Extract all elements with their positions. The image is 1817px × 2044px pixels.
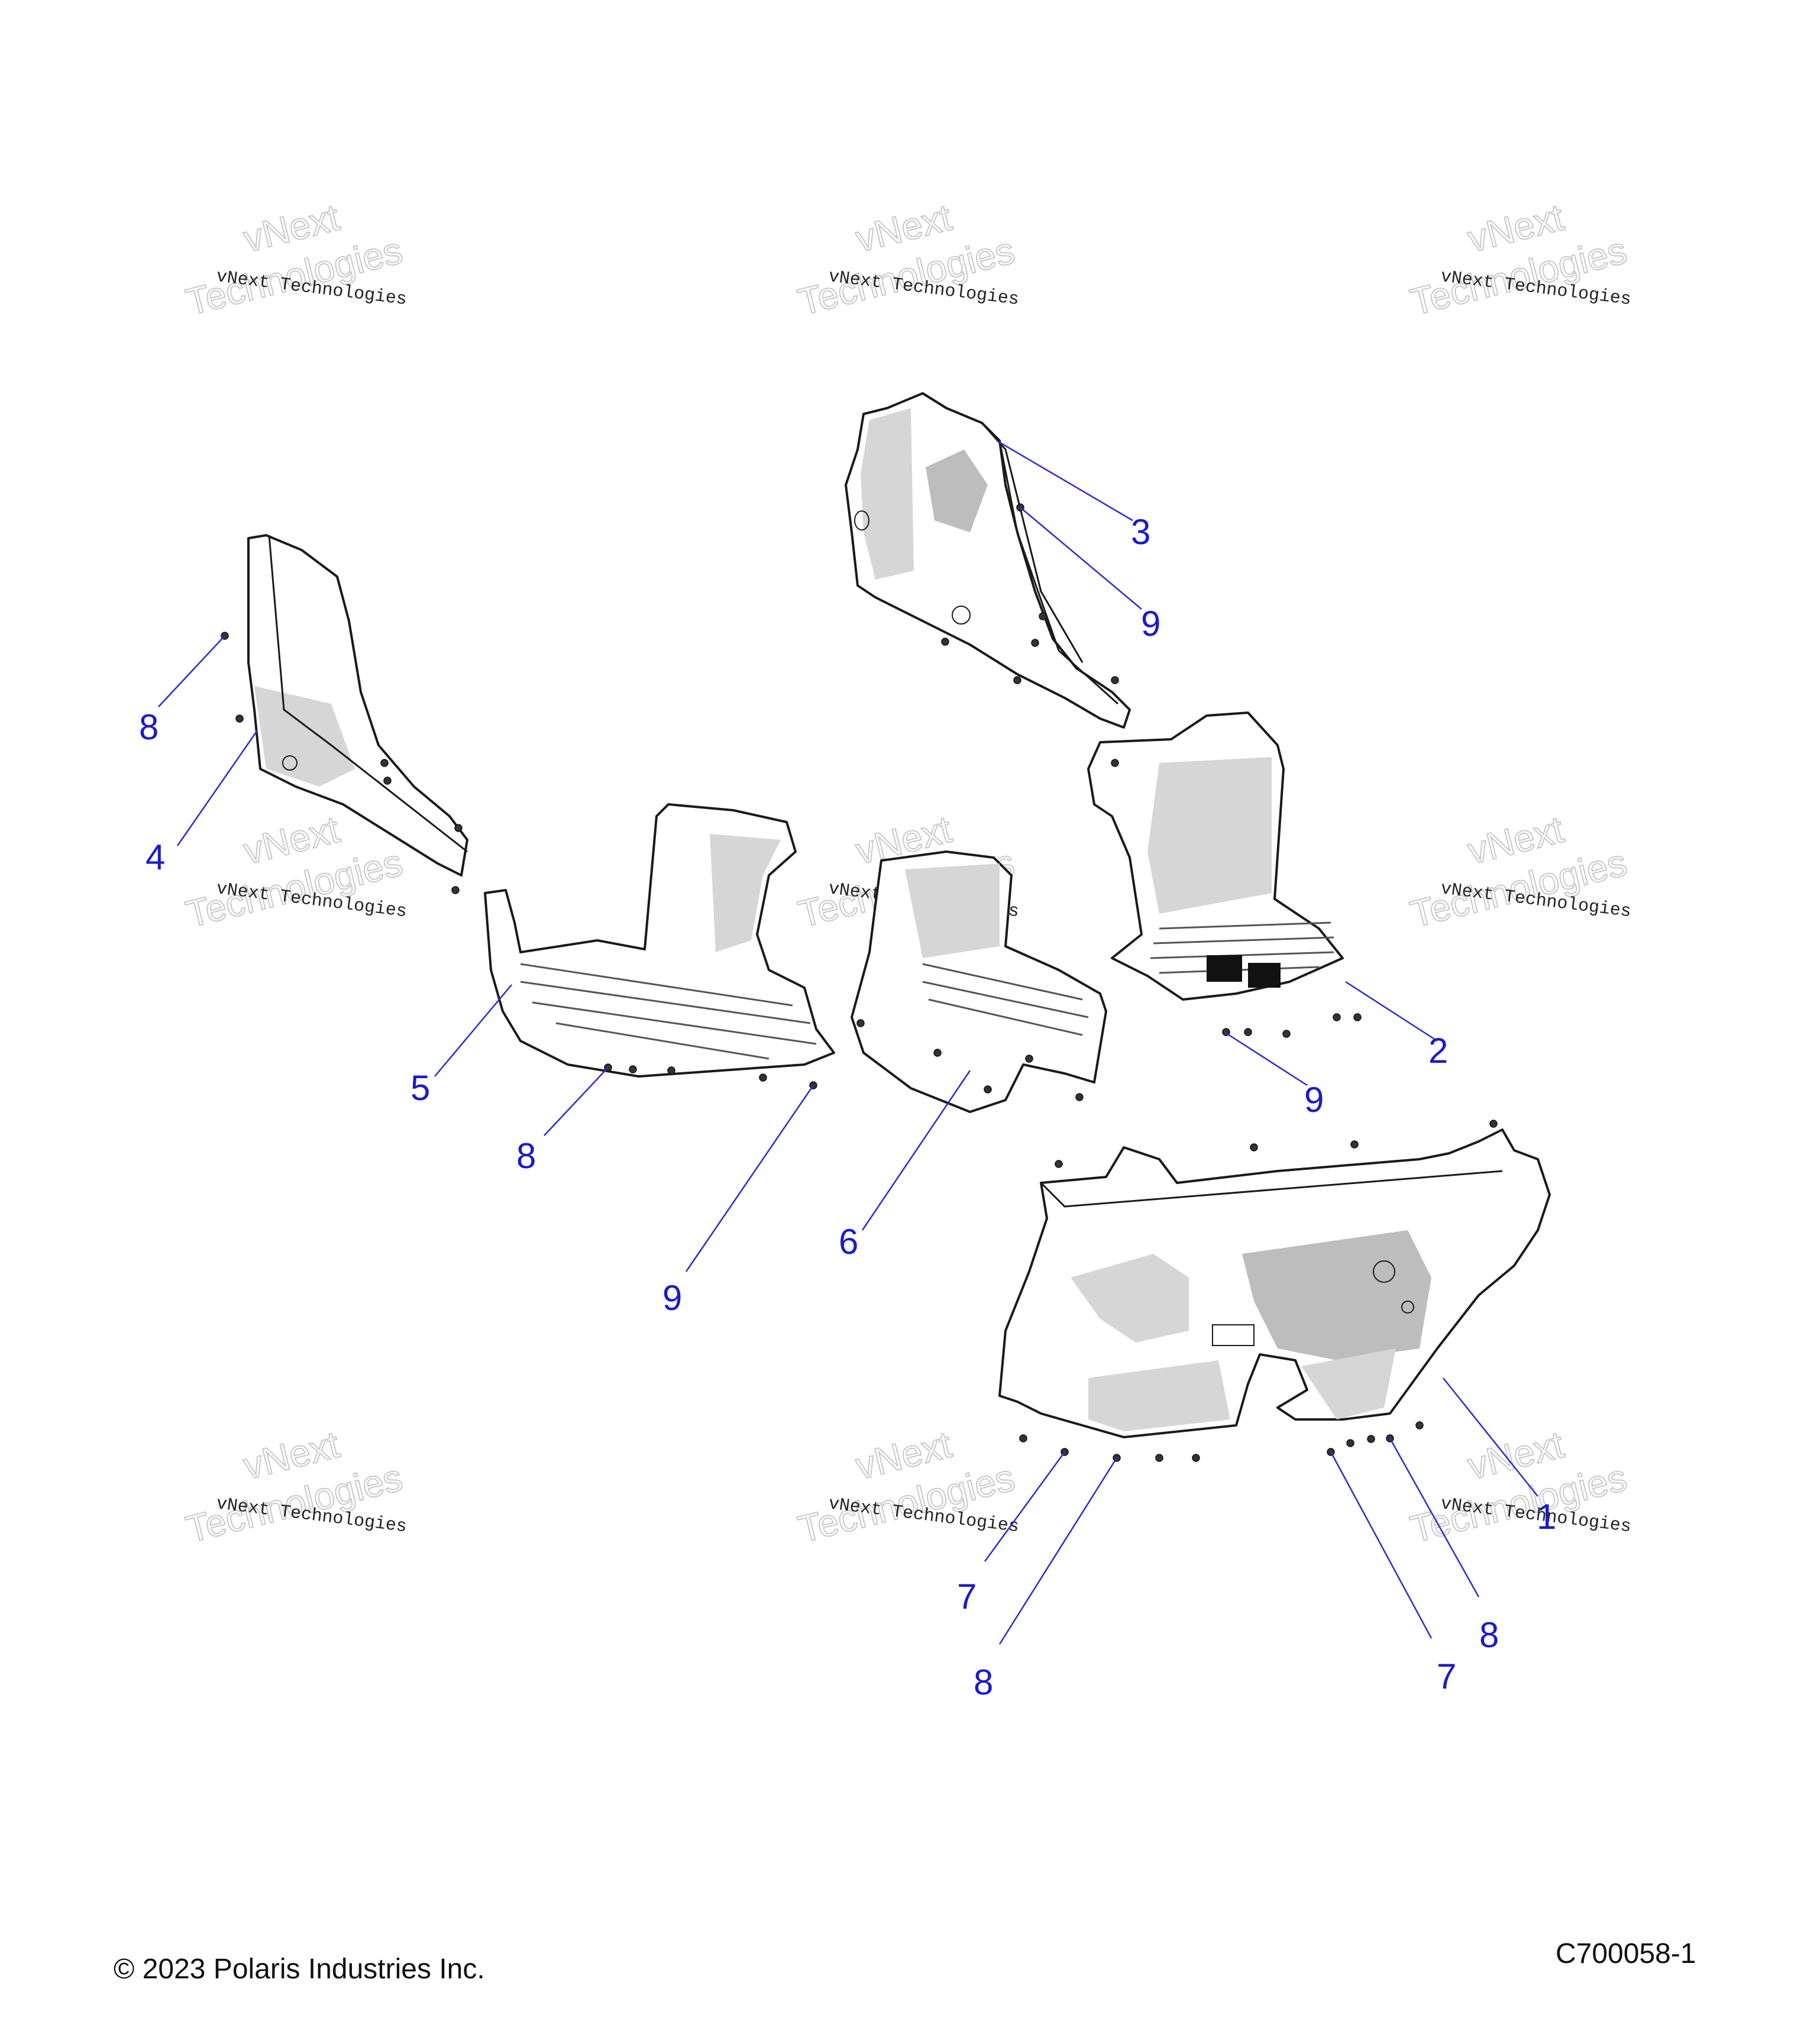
callouts: 1 2 3 4 5 6 7 7 8 8 8 8 9 9 9 xyxy=(139,512,1556,1702)
screw-icon xyxy=(1353,1013,1362,1021)
part-4-side-panel-left xyxy=(247,534,468,877)
screw-icon xyxy=(1055,1160,1063,1168)
screw-icon xyxy=(1111,759,1119,767)
callout-9[interactable]: 9 xyxy=(1141,604,1160,643)
callout-5[interactable]: 5 xyxy=(410,1068,430,1108)
callout-6[interactable]: 6 xyxy=(839,1222,858,1262)
screw-icon xyxy=(1346,1439,1354,1447)
copyright-text: © 2023 Polaris Industries Inc. xyxy=(114,1954,485,1985)
screw-icon xyxy=(933,1049,942,1057)
screw-icon xyxy=(1489,1120,1498,1128)
nut-icon xyxy=(1019,1434,1027,1443)
callout-4[interactable]: 4 xyxy=(146,837,165,877)
callout-9[interactable]: 9 xyxy=(662,1278,682,1318)
screw-icon xyxy=(759,1073,767,1082)
screw-icon xyxy=(984,1085,992,1094)
callout-3[interactable]: 3 xyxy=(1131,512,1150,552)
screw-icon xyxy=(1333,1013,1341,1021)
nut-icon xyxy=(1367,1435,1375,1443)
part-1-rear-bulkhead xyxy=(998,1128,1551,1438)
callout-9[interactable]: 9 xyxy=(1304,1080,1324,1120)
drawing-number: C700058-1 xyxy=(1556,1938,1696,1969)
screw-icon xyxy=(1111,676,1119,684)
screw-icon xyxy=(1282,1030,1291,1038)
callout-8[interactable]: 8 xyxy=(139,707,159,747)
fasteners xyxy=(221,503,1498,1462)
callout-7[interactable]: 7 xyxy=(1437,1657,1456,1696)
screw-icon xyxy=(451,886,460,894)
callout-1[interactable]: 1 xyxy=(1537,1497,1556,1537)
screw-icon xyxy=(454,824,463,832)
screw-icon xyxy=(383,777,392,785)
screw-icon xyxy=(629,1065,637,1073)
callout-2[interactable]: 2 xyxy=(1428,1031,1448,1070)
nut-icon xyxy=(1415,1421,1424,1429)
screw-icon xyxy=(856,1019,865,1027)
screw-icon xyxy=(1025,1055,1033,1063)
screw-icon xyxy=(1075,1093,1084,1101)
part-5-floor-pan-left xyxy=(484,803,835,1078)
screw-icon xyxy=(1039,612,1047,620)
screw-icon xyxy=(1192,1454,1200,1462)
part-3-side-panel-upper-right xyxy=(845,392,1131,729)
callout-7[interactable]: 7 xyxy=(957,1577,977,1616)
screw-icon xyxy=(1244,1028,1252,1036)
part-2-floor-tub-right xyxy=(1087,711,1344,1001)
callout-8[interactable]: 8 xyxy=(1479,1615,1499,1655)
screw-icon xyxy=(941,638,949,646)
nut-icon xyxy=(1155,1454,1163,1462)
screw-icon xyxy=(667,1066,675,1075)
callout-8[interactable]: 8 xyxy=(974,1663,993,1702)
screw-icon xyxy=(1013,676,1021,684)
callout-8[interactable]: 8 xyxy=(516,1136,536,1176)
screw-icon xyxy=(1031,639,1039,647)
part-6-floor-pan-center xyxy=(851,850,1107,1113)
screw-icon xyxy=(1250,1143,1258,1152)
leader-lines xyxy=(158,439,1538,1645)
screw-icon xyxy=(380,759,389,767)
screw-icon xyxy=(235,714,244,723)
screw-icon xyxy=(1350,1140,1359,1149)
